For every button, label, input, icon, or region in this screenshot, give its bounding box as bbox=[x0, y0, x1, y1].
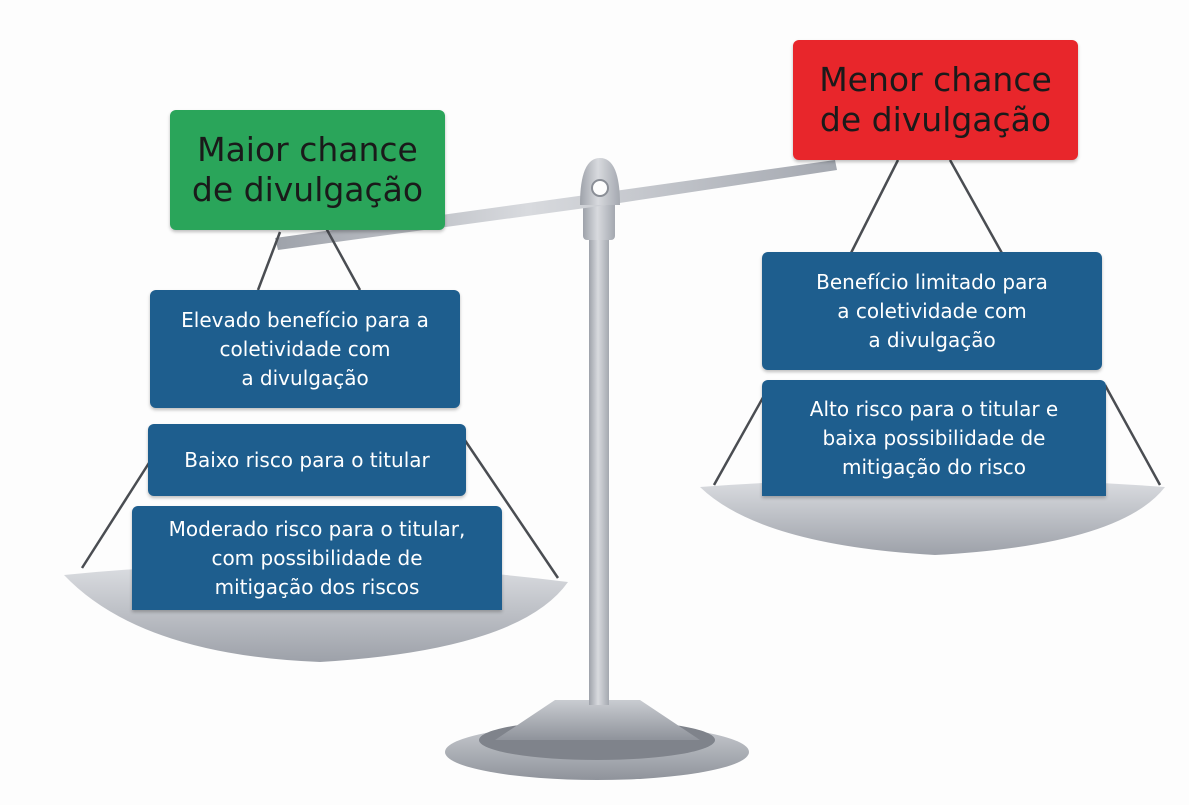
right-item-text: Alto risco para o titular e baixa possib… bbox=[809, 396, 1059, 479]
scale-base-cone bbox=[495, 700, 700, 740]
right-item-box: Alto risco para o titular e baixa possib… bbox=[762, 380, 1106, 496]
scale-pillar-top bbox=[583, 200, 615, 240]
left-top-string bbox=[324, 227, 362, 291]
left-pan-string bbox=[456, 429, 560, 579]
left-item-box: Elevado benefício para a coletividade co… bbox=[150, 290, 460, 408]
right-header-box: Menor chance de divulgação bbox=[793, 40, 1078, 160]
right-top-string bbox=[948, 159, 1005, 256]
right-header-text: Menor chance de divulgação bbox=[819, 60, 1052, 139]
left-header-box: Maior chance de divulgação bbox=[170, 110, 445, 230]
scale-pivot-hole bbox=[591, 179, 609, 197]
right-pan bbox=[700, 478, 1165, 555]
left-item-box: Moderado risco para o titular, com possi… bbox=[132, 506, 502, 610]
left-item-text: Baixo risco para o titular bbox=[184, 447, 430, 472]
left-top-string bbox=[256, 231, 282, 291]
left-header-text: Maior chance de divulgação bbox=[191, 130, 424, 209]
left-item-box: Baixo risco para o titular bbox=[148, 424, 466, 496]
right-item-text: Benefício limitado para a coletividade c… bbox=[816, 269, 1048, 352]
left-item-text: Moderado risco para o titular, com possi… bbox=[168, 516, 466, 599]
scale-pillar bbox=[589, 225, 609, 705]
right-pan-string bbox=[712, 384, 772, 486]
right-pan-string bbox=[1103, 384, 1162, 486]
right-top-string bbox=[848, 159, 900, 256]
right-item-box: Benefício limitado para a coletividade c… bbox=[762, 252, 1102, 370]
left-item-text: Elevado benefício para a coletividade co… bbox=[181, 307, 429, 390]
